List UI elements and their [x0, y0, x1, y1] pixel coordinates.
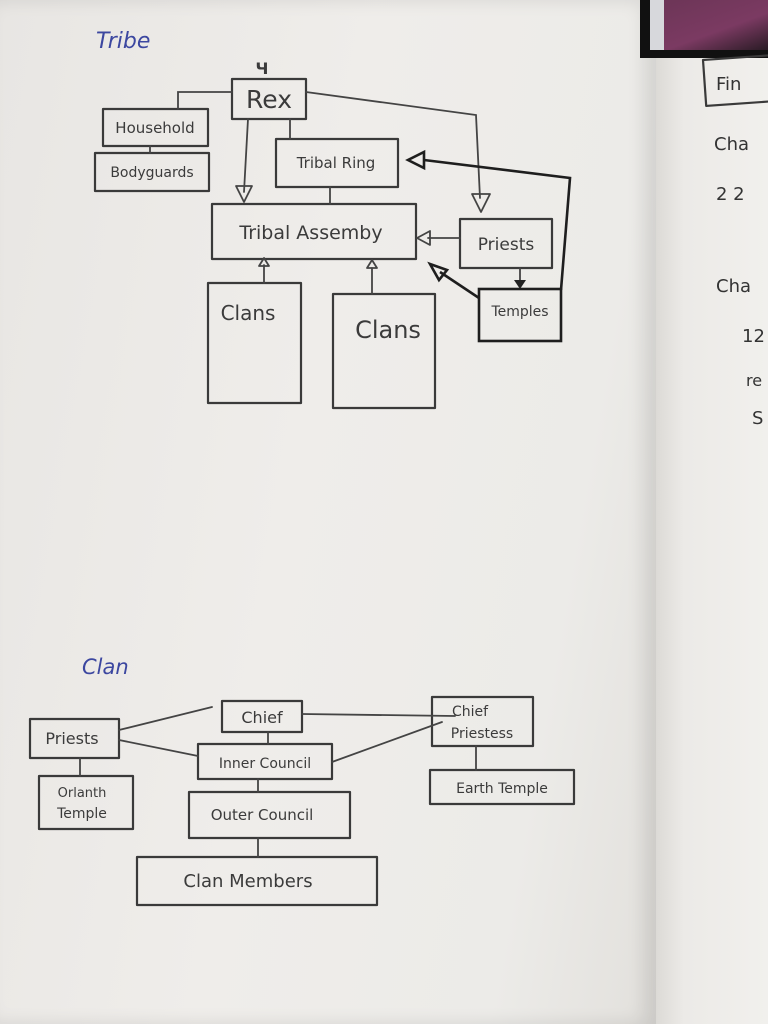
node-earth-temple-label: Earth Temple [456, 781, 548, 797]
node-priests-tribe-label: Priests [478, 235, 535, 255]
right-page-line-7: S [752, 408, 763, 429]
node-orlanth-temple-line2: Temple [56, 806, 107, 822]
node-bodyguards-label: Bodyguards [110, 165, 193, 181]
tribe-connectors [149, 91, 572, 300]
node-tribal-assembly: Tribal Assemby [210, 202, 418, 261]
node-tribal-ring: Tribal Ring [274, 137, 400, 189]
node-inner-council: Inner Council [196, 742, 334, 781]
node-outer-council: Outer Council [187, 790, 352, 840]
node-clans-2: Clans [331, 292, 437, 410]
node-chief: Chief [220, 699, 304, 734]
node-clans-1: Clans [206, 281, 303, 405]
node-tribal-ring-label: Tribal Ring [296, 154, 376, 172]
notebook-right-page [656, 58, 768, 1024]
node-priests-clan: Priests [28, 717, 121, 760]
node-bodyguards: Bodyguards [93, 151, 211, 193]
node-clans-1-label: Clans [221, 301, 276, 325]
notebook-left-page [0, 0, 656, 1024]
right-page-notes: Fin Cha 2 2 Cha 12 re S [701, 53, 768, 429]
node-clans-2-label: Clans [355, 316, 421, 344]
clan-heading: Clan [82, 655, 129, 679]
node-inner-council-label: Inner Council [219, 756, 311, 772]
node-outer-council-label: Outer Council [211, 806, 314, 824]
node-household-label: Household [115, 119, 194, 137]
node-chief-priestess: Chief Priestess [430, 695, 535, 748]
node-clan-members: Clan Members [135, 855, 379, 907]
node-temples: Temples [477, 287, 563, 343]
node-chief-priestess-line1: Chief [452, 704, 489, 720]
node-clan-members-label: Clan Members [183, 871, 312, 892]
tribe-heading: Tribe [96, 29, 150, 54]
node-priests-tribe: Priests [458, 217, 554, 270]
node-chief-priestess-line2: Priestess [451, 726, 513, 742]
right-page-line-2: Cha [714, 134, 749, 155]
node-rex-label: Rex [246, 85, 292, 114]
right-page-line-6: re [746, 371, 762, 390]
node-chief-label: Chief [241, 708, 283, 727]
background-object [650, 0, 768, 50]
node-household: Household [101, 107, 210, 148]
right-page-line-4: Cha [716, 276, 751, 297]
node-priests-clan-label: Priests [45, 729, 98, 748]
node-orlanth-temple: Orlanth Temple [37, 774, 135, 831]
node-orlanth-temple-line1: Orlanth [58, 786, 107, 801]
right-page-line-5: 12 [742, 326, 765, 347]
clan-connectors [79, 706, 477, 858]
node-earth-temple: Earth Temple [428, 768, 576, 806]
node-temples-label: Temples [490, 304, 548, 320]
right-page-line-3: 2 2 [716, 184, 745, 205]
rex-mark: Ч [256, 59, 269, 78]
right-page-line-1: Fin [716, 74, 741, 95]
node-rex: Rex [230, 77, 308, 121]
node-tribal-assembly-label: Tribal Assemby [238, 222, 382, 244]
